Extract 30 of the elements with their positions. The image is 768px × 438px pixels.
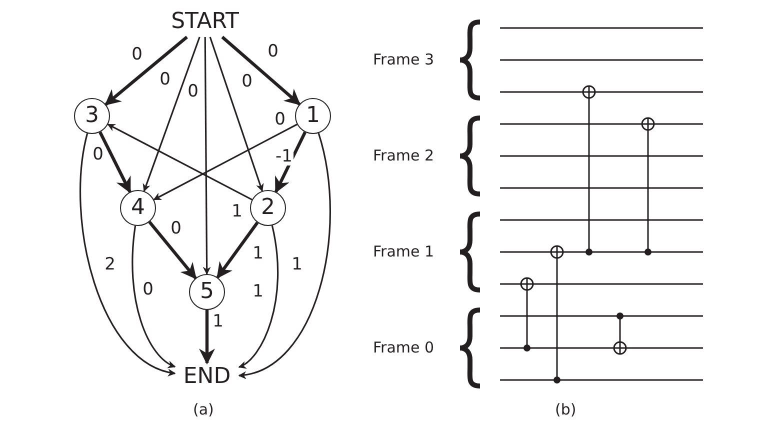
arrow [107, 124, 252, 200]
panel-label: (b) [555, 402, 576, 418]
terminal-label: START [165, 9, 245, 35]
state-circle: 5 [189, 274, 225, 310]
arrow [238, 225, 279, 368]
arrow [209, 36, 264, 192]
arrow [142, 36, 200, 192]
arrow [148, 220, 197, 280]
state-circle: 2 [250, 190, 286, 226]
edge-label: -1 [274, 148, 294, 166]
arrow [104, 36, 188, 106]
state-circle: 3 [74, 98, 110, 134]
arrow [80, 133, 176, 376]
panel-label: (a) [193, 402, 214, 418]
arrow [221, 36, 301, 106]
arrow [132, 226, 176, 368]
arrow [153, 124, 298, 200]
arrow [274, 131, 307, 194]
frame-label: Frame 0 [373, 340, 434, 356]
state-circle: 1 [295, 98, 331, 134]
state-circle: 4 [120, 190, 156, 226]
frame-label: Frame 2 [373, 148, 434, 164]
arrow [216, 222, 259, 279]
frame-label: Frame 1 [373, 244, 434, 260]
arrow [199, 310, 215, 365]
arrow [202, 37, 211, 275]
frame-label: Frame 3 [373, 52, 434, 68]
arrow [238, 132, 331, 378]
terminal-label: END [177, 365, 237, 389]
arrow [98, 131, 132, 194]
